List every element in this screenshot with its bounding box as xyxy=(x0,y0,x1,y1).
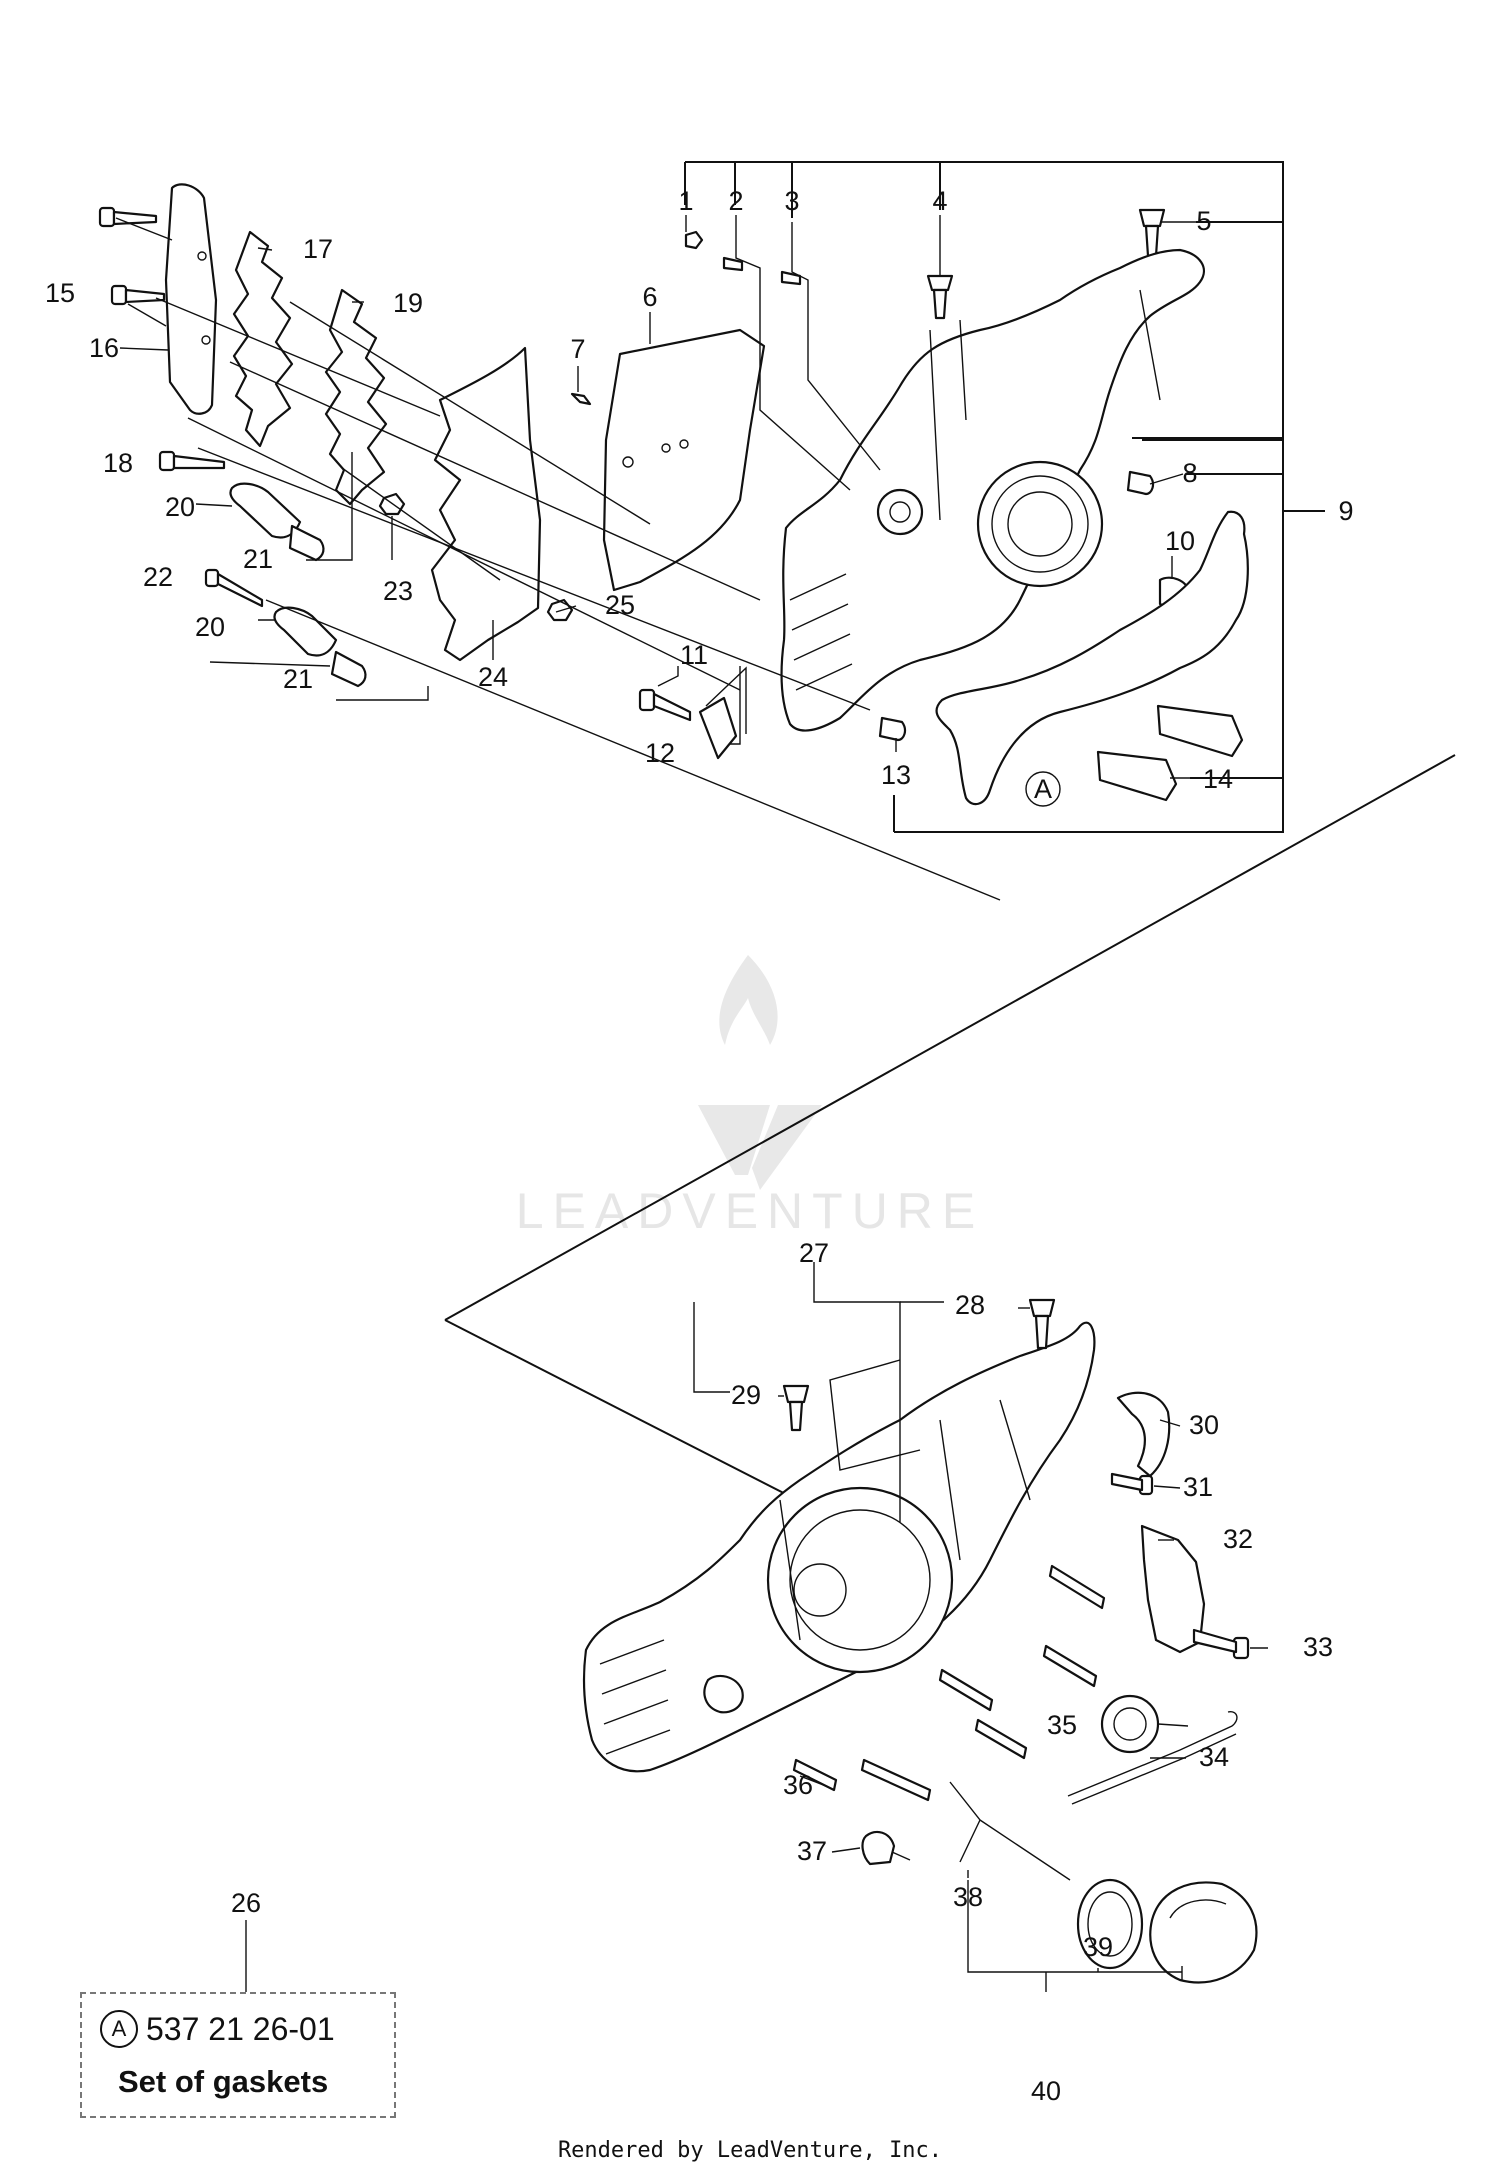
callout-20-upper: 20 xyxy=(165,492,195,522)
kit-marker: A xyxy=(100,2010,138,2048)
upper-assembly-bracket xyxy=(444,161,1456,1556)
callout-16: 16 xyxy=(89,333,119,363)
callout-13: 13 xyxy=(881,760,911,790)
plate-16 xyxy=(164,183,218,415)
callout-26: 26 xyxy=(231,1888,261,1918)
callout-4: 4 xyxy=(932,186,947,216)
callout-14: 14 xyxy=(1203,764,1233,794)
callout-32: 32 xyxy=(1223,1524,1253,1554)
callout-34: 34 xyxy=(1199,1742,1229,1772)
callout-21-lower: 21 xyxy=(283,664,313,694)
watermark: LEADVENTURE xyxy=(516,955,985,1239)
upper-leader-lines xyxy=(115,215,1196,901)
watermark-text: LEADVENTURE xyxy=(516,1183,985,1239)
plate-19 xyxy=(324,288,388,506)
footer-credit: Rendered by LeadVenture, Inc. xyxy=(557,2138,943,2163)
callout-17: 17 xyxy=(303,234,333,264)
callout-23: 23 xyxy=(383,576,413,606)
callout-2: 2 xyxy=(728,186,743,216)
lower-leader-lines xyxy=(245,1262,1268,1992)
callout-22: 22 xyxy=(143,562,173,592)
callout-30: 30 xyxy=(1189,1410,1219,1440)
callout-25: 25 xyxy=(605,590,635,620)
chain-catcher-plates xyxy=(164,183,542,662)
callout-8: 8 xyxy=(1182,458,1197,488)
callout-33: 33 xyxy=(1303,1632,1333,1662)
callout-39: 39 xyxy=(1083,1932,1113,1962)
callout-40: 40 xyxy=(1031,2076,1061,2106)
callout-21-upper: 21 xyxy=(243,544,273,574)
callout-9: 9 xyxy=(1338,496,1353,526)
plate-24 xyxy=(430,346,542,662)
callout-18: 18 xyxy=(103,448,133,478)
callout-35: 35 xyxy=(1047,1710,1077,1740)
callout-20-lower: 20 xyxy=(195,612,225,642)
callout-5: 5 xyxy=(1196,206,1211,236)
callout-38: 38 xyxy=(953,1882,983,1912)
flame-logo-icon xyxy=(719,955,778,1045)
plate-17 xyxy=(232,230,294,448)
callout-36: 36 xyxy=(783,1770,813,1800)
gasket-a-marker-circle xyxy=(1025,771,1061,807)
lower-crankcase xyxy=(582,1298,1258,1984)
v-logo-icon xyxy=(698,1105,822,1190)
gasket-kit-legend: A 537 21 26-01 Set of gaskets xyxy=(80,1992,396,2118)
callout-11: 11 xyxy=(680,640,708,670)
callout-6: 6 xyxy=(642,282,657,312)
gasket-a-marker: A xyxy=(1034,774,1052,804)
upper-crankcase xyxy=(780,248,1205,732)
callout-1: 1 xyxy=(678,186,693,216)
callout-3: 3 xyxy=(784,186,799,216)
callout-labels: 1 2 3 4 5 6 7 8 9 10 11 12 13 14 15 16 1… xyxy=(45,186,1354,2106)
callout-24: 24 xyxy=(478,662,508,692)
callout-27: 27 xyxy=(799,1238,829,1268)
callout-15: 15 xyxy=(45,278,75,308)
callout-29: 29 xyxy=(731,1380,761,1410)
kit-part-number: 537 21 26-01 xyxy=(146,2010,335,2047)
callout-10: 10 xyxy=(1165,526,1195,556)
kit-part-row: A 537 21 26-01 xyxy=(100,2010,335,2048)
callout-7: 7 xyxy=(570,334,585,364)
upper-fasteners: A xyxy=(98,206,1249,807)
kit-description: Set of gaskets xyxy=(118,2064,329,2099)
callout-19: 19 xyxy=(393,288,423,318)
callout-37: 37 xyxy=(797,1836,827,1866)
callout-12: 12 xyxy=(645,738,675,768)
callout-31: 31 xyxy=(1183,1472,1213,1502)
callout-28: 28 xyxy=(955,1290,985,1320)
